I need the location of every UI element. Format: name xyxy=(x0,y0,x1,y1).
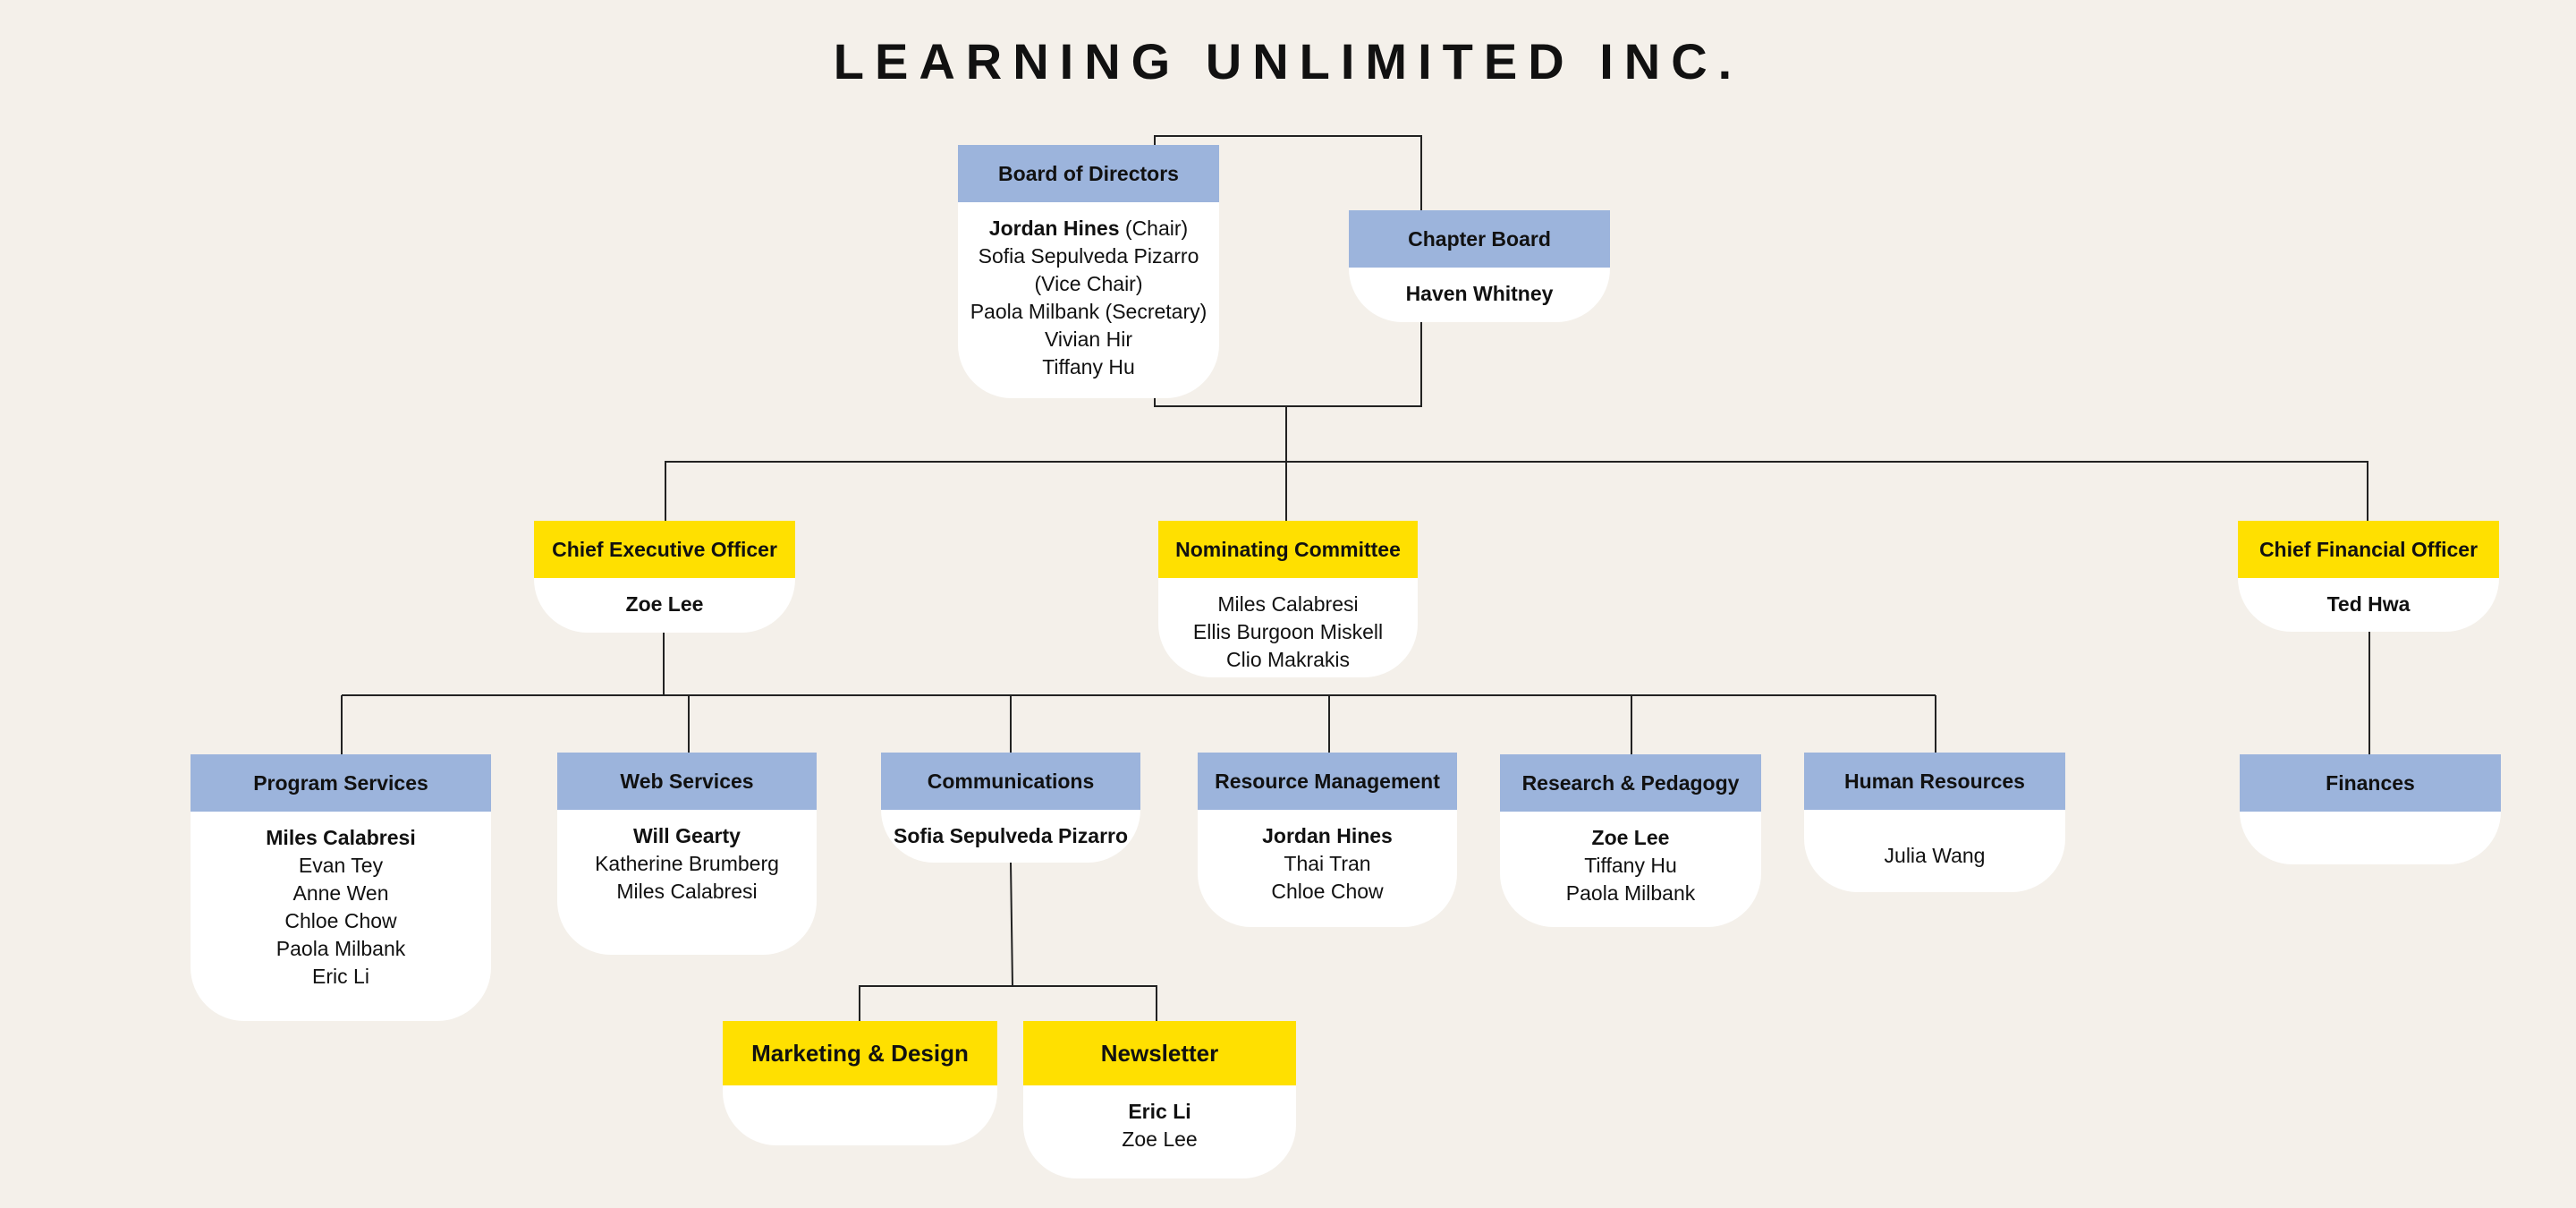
communications-box: Communications Sofia Sepulveda Pizarro xyxy=(881,753,1140,863)
member-name: Eric Li xyxy=(1128,1100,1191,1123)
org-title: LEARNING UNLIMITED INC. xyxy=(833,33,1743,89)
marketing-design-box: Marketing & Design xyxy=(723,1021,997,1145)
member-name: Thai Tran xyxy=(1284,852,1371,875)
member-name: Miles Calabresi xyxy=(1217,592,1359,616)
box-title: Chapter Board xyxy=(1349,210,1610,268)
member-name: Clio Makrakis xyxy=(1225,648,1351,671)
box-title: Board of Directors xyxy=(958,145,1219,202)
member-name: Sofia Sepulveda Pizarro xyxy=(893,824,1129,847)
member-name: Chloe Chow xyxy=(1271,880,1384,903)
nominating-committee-box: Nominating Committee Miles Calabresi Ell… xyxy=(1158,521,1418,677)
newsletter-box: Newsletter Eric Li Zoe Lee xyxy=(1023,1021,1296,1178)
member-name: Paola Milbank xyxy=(1565,881,1696,905)
member-name: Miles Calabresi xyxy=(266,826,416,849)
box-title: Newsletter xyxy=(1023,1021,1296,1085)
box-title: Resource Management xyxy=(1198,753,1457,810)
program-services-box: Program Services Miles Calabresi Evan Te… xyxy=(191,754,491,1021)
box-title: Nominating Committee xyxy=(1158,521,1418,578)
finances-box: Finances xyxy=(2240,754,2501,864)
box-title: Finances xyxy=(2240,754,2501,812)
member-name: Julia Wang xyxy=(1884,844,1986,867)
member-name: Tiffany Hu xyxy=(1042,355,1135,379)
member-name: Vivian Hir xyxy=(1045,328,1132,351)
member-name: Ted Hwa xyxy=(2326,592,2411,616)
member-name: Miles Calabresi xyxy=(616,880,758,903)
ceo-box: Chief Executive Officer Zoe Lee xyxy=(534,521,795,633)
resource-management-box: Resource Management Jordan Hines Thai Tr… xyxy=(1198,753,1457,927)
box-title: Human Resources xyxy=(1804,753,2065,810)
member-name: Tiffany Hu xyxy=(1584,854,1677,877)
box-title: Marketing & Design xyxy=(723,1021,997,1085)
member-name: Jordan Hines xyxy=(988,217,1120,240)
member-role: (Chair) xyxy=(1124,217,1189,240)
human-resources-box: Human Resources Julia Wang xyxy=(1804,753,2065,892)
member-name: Zoe Lee xyxy=(625,592,704,616)
box-title: Research & Pedagogy xyxy=(1500,754,1761,812)
member-name: Katherine Brumberg xyxy=(595,852,779,875)
box-title: Chief Financial Officer xyxy=(2238,521,2499,578)
member-name: Jordan Hines xyxy=(1262,824,1393,847)
member-name: Evan Tey xyxy=(298,854,384,877)
cfo-box: Chief Financial Officer Ted Hwa xyxy=(2238,521,2499,632)
member-name: Paola Milbank (Secretary) xyxy=(970,300,1208,323)
box-title: Web Services xyxy=(557,753,817,810)
web-services-box: Web Services Will Gearty Katherine Brumb… xyxy=(557,753,817,955)
member-name: Will Gearty xyxy=(633,824,741,847)
member-name: Chloe Chow xyxy=(284,909,397,932)
member-name: Paola Milbank xyxy=(275,937,406,960)
member-name: Zoe Lee xyxy=(1122,1127,1198,1151)
member-name: Ellis Burgoon Miskell xyxy=(1192,620,1384,643)
member-name: Anne Wen xyxy=(292,881,389,905)
member-name: Haven Whitney xyxy=(1405,282,1554,305)
member-name: Eric Li xyxy=(312,965,369,988)
research-pedagogy-box: Research & Pedagogy Zoe Lee Tiffany Hu P… xyxy=(1500,754,1761,927)
box-title: Communications xyxy=(881,753,1140,810)
board-of-directors-box: Board of Directors Jordan Hines (Chair) … xyxy=(958,145,1219,398)
member-name: Zoe Lee xyxy=(1591,826,1670,849)
chapter-board-box: Chapter Board Haven Whitney xyxy=(1349,210,1610,322)
box-title: Chief Executive Officer xyxy=(534,521,795,578)
box-title: Program Services xyxy=(191,754,491,812)
member-name: Sofia Sepulveda Pizarro (Vice Chair) xyxy=(978,244,1199,295)
